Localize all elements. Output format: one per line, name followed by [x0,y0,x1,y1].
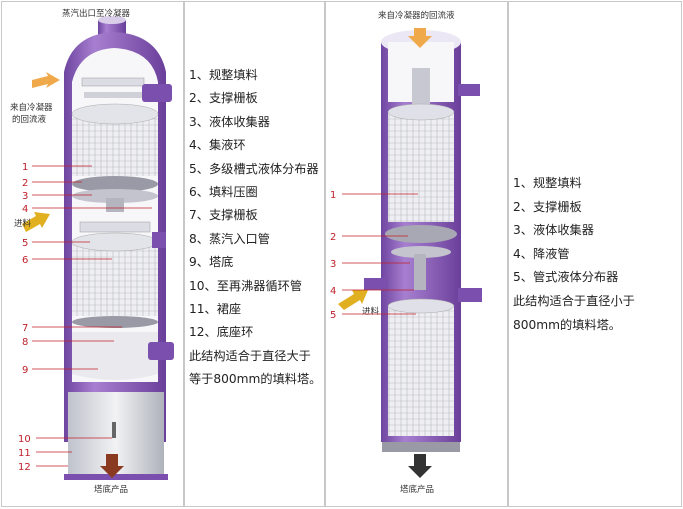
upper-nozzle [458,84,480,96]
packing-bed-lower [388,306,454,436]
list-a-item-6: 6、填料压圈 [189,185,258,200]
list-b-note: 此结构适合于直径小于800mm的填料塔。 [513,293,635,332]
reflux-label-line2: 的回流液 [12,114,47,125]
list-a-item-10: 10、至再沸器循环管 [189,278,303,293]
callout-lines [32,165,152,467]
list-b-item-3: 3、液体收集器 [513,223,594,238]
packing-bed-upper [388,112,454,222]
reflux-label: 来自冷凝器的回流液 [378,10,455,21]
list-a-item-4: 4、集液环 [189,138,246,153]
list-a-item-12: 12、底座环 [189,325,254,340]
list-a-item-11: 11、裙座 [189,302,242,317]
top-outlet-label: 蒸汽出口至冷凝器 [62,8,131,19]
list-a-item-3: 3、液体收集器 [189,114,270,129]
bottoms-label: 塔底产品 [94,484,128,495]
callout-1: 1 [330,190,336,201]
small-column-diagram: 来自冷凝器的回流液 进料 塔底产品 1 2 3 4 5 [325,1,508,507]
callout-7: 7 [22,323,28,334]
list-b-item-5: 5、管式液体分布器 [513,270,619,285]
feed-arrow [338,290,368,310]
list-b-item-2: 2、支撑栅板 [513,199,582,214]
callout-8: 8 [22,337,28,348]
support-grid [385,225,457,243]
callout-4: 4 [22,204,28,215]
list-a-item-1: 1、规整填料 [189,68,258,82]
bottoms-arrow [408,454,432,478]
callout-3: 3 [22,191,28,202]
callout-4: 4 [330,286,336,297]
callout-1: 1 [22,162,28,173]
reflux-arrow [408,28,432,48]
reflux-arrow [32,72,60,88]
list-a-note: 此结构适合于直径大于等于800mm的填料塔。 [189,348,322,387]
list-a-item-9: 9、塔底 [189,255,234,270]
callout-12: 12 [18,462,31,473]
large-column-parts-list: 1、规整填料 2、支撑栅板 3、液体收集器 4、集液环 5、多级槽式液体分布器 … [184,1,325,507]
list-a-item-7: 7、支撑栅板 [189,208,258,223]
callout-11: 11 [18,448,31,459]
small-column-illustration: 来自冷凝器的回流液 进料 塔底产品 1 2 3 4 5 [330,10,482,495]
list-b-item-1: 1、规整填料 [513,176,582,190]
callout-lines [342,193,418,315]
packing-bed-lower [72,242,158,316]
bottoms-label: 塔底产品 [400,484,434,495]
list-a-item-5: 5、多级槽式液体分布器 [189,161,319,176]
bottoms-arrow [100,454,124,478]
reflux-label-line1: 来自冷凝器 [10,102,53,113]
callout-9: 9 [22,365,28,376]
base-ring [64,474,168,480]
vapor-inlet-nozzle [148,342,174,360]
callout-5: 5 [22,238,28,249]
callout-6: 6 [22,255,28,266]
feed-nozzle [364,278,388,290]
feed-label: 进料 [14,218,32,229]
callout-2: 2 [22,178,28,189]
feed-arrow [22,212,50,232]
callout-3: 3 [330,259,336,270]
support-grid-upper [72,176,158,192]
callout-5: 5 [330,310,336,321]
large-column-diagram: 蒸汽出口至冷凝器 来自冷凝器 的回流液 进料 塔底产品 1 2 3 [1,1,184,507]
list-a-item-2: 2、支撑栅板 [189,91,258,106]
reflux-inlet-nozzle [142,84,172,102]
callout-2: 2 [330,232,336,243]
callout-10: 10 [18,434,31,445]
list-b-item-4: 4、降液管 [513,246,570,261]
downcomer [414,254,426,290]
large-column-illustration: 蒸汽出口至冷凝器 来自冷凝器 的回流液 进料 塔底产品 1 2 3 [10,8,174,495]
feed-label: 进料 [362,306,380,317]
small-column-parts-list: 1、规整填料 2、支撑栅板 3、液体收集器 4、降液管 5、管式液体分布器 此结… [508,1,682,507]
list-a-item-8: 8、蒸汽入口管 [189,231,270,246]
